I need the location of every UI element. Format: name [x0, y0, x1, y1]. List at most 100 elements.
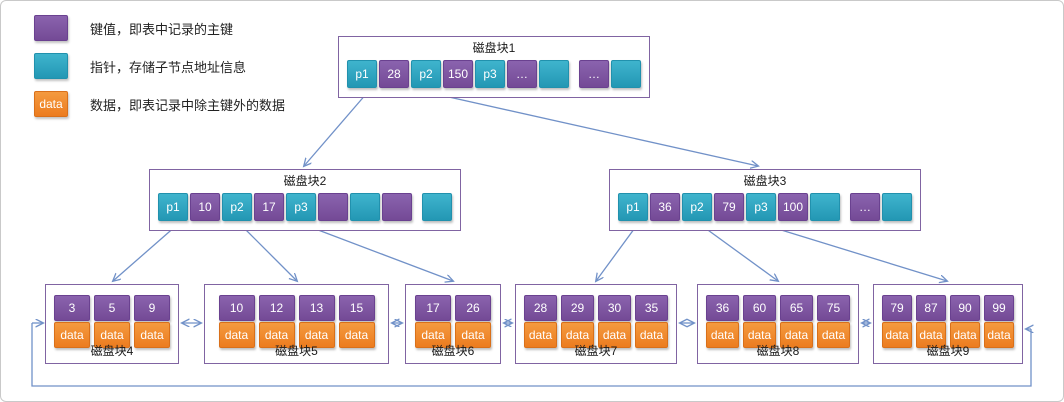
key-cell: …: [579, 60, 609, 88]
key-cell: 10: [190, 193, 220, 221]
data-cell: data: [706, 322, 739, 348]
key-cell: 30: [598, 295, 631, 321]
pointer-cell: p3: [746, 193, 776, 221]
leaf-loop-line: [31, 323, 1032, 387]
pointer-cell: [422, 193, 452, 221]
key-cell: 5: [94, 295, 130, 321]
tree-edge-arrow: [764, 224, 947, 281]
key-cell: [318, 193, 348, 221]
tree-edge-arrow: [304, 224, 453, 281]
pointer-cell: p1: [158, 193, 188, 221]
legend-item-key: 键值，即表中记录的主键: [34, 15, 285, 41]
pointer-cell: [350, 193, 380, 221]
key-cell: 26: [455, 295, 491, 321]
legend-label: 键值，即表中记录的主键: [90, 21, 234, 37]
legend-item-pointer: 指针，存储子节点地址信息: [34, 53, 285, 79]
data-cell: data: [94, 322, 130, 348]
block-title: 磁盘块2: [283, 174, 327, 188]
block-title: 磁盘块6: [431, 344, 475, 358]
tree-edge-arrow: [596, 224, 638, 281]
block-title: 磁盘块8: [756, 344, 800, 358]
data-cell: data: [635, 322, 668, 348]
data-cell: data: [743, 322, 776, 348]
data-cell: data: [258, 322, 295, 348]
legend-item-data: data 数据，即表记录中除主键外的数据: [34, 91, 285, 117]
data-cell: data: [882, 322, 912, 348]
pointer-cell: [611, 60, 641, 88]
data-cell: data: [598, 322, 631, 348]
key-cell: 28: [379, 60, 409, 88]
pointer-swatch-icon: [34, 53, 68, 79]
data-cell: data: [780, 322, 813, 348]
key-cell: 150: [443, 60, 473, 88]
pointer-cell: [810, 193, 840, 221]
block-title: 磁盘块4: [90, 344, 134, 358]
pointer-cell: [882, 193, 912, 221]
tree-edge-arrow: [240, 224, 297, 281]
key-cell: 12: [258, 295, 295, 321]
key-cell: 3: [54, 295, 90, 321]
key-cell: 75: [817, 295, 850, 321]
key-cell: …: [850, 193, 880, 221]
data-swatch-icon: data: [34, 91, 68, 117]
pointer-cell: p3: [286, 193, 316, 221]
legend-label: 指针，存储子节点地址信息: [90, 59, 247, 75]
data-cell: data: [54, 322, 90, 348]
pointer-cell: p3: [475, 60, 505, 88]
legend: 键值，即表中记录的主键 指针，存储子节点地址信息 data 数据，即表记录中除主…: [34, 15, 285, 129]
tree-edge-arrow: [700, 224, 778, 281]
key-cell: 17: [415, 295, 451, 321]
key-swatch-icon: [34, 15, 68, 41]
tree-edge-arrow: [430, 92, 758, 166]
data-cell: data: [524, 322, 557, 348]
block-title: 磁盘块9: [926, 344, 970, 358]
key-cell: 36: [706, 295, 739, 321]
data-cell: data: [817, 322, 850, 348]
legend-label: 数据，即表记录中除主键外的数据: [90, 97, 286, 113]
key-cell: [382, 193, 412, 221]
pointer-cell: p2: [682, 193, 712, 221]
pointer-cell: p2: [222, 193, 252, 221]
key-cell: 90: [950, 295, 980, 321]
block-title: 磁盘块1: [472, 41, 516, 55]
key-cell: 17: [254, 193, 284, 221]
data-cell: data: [134, 322, 170, 348]
block-title: 磁盘块5: [275, 344, 318, 358]
data-cell: data: [455, 322, 491, 348]
data-cell: data: [561, 322, 594, 348]
data-cell: data: [338, 322, 375, 348]
data-cell: data: [916, 322, 946, 348]
pointer-cell: p1: [347, 60, 377, 88]
pointer-cell: p2: [411, 60, 441, 88]
pointer-cell: [539, 60, 569, 88]
